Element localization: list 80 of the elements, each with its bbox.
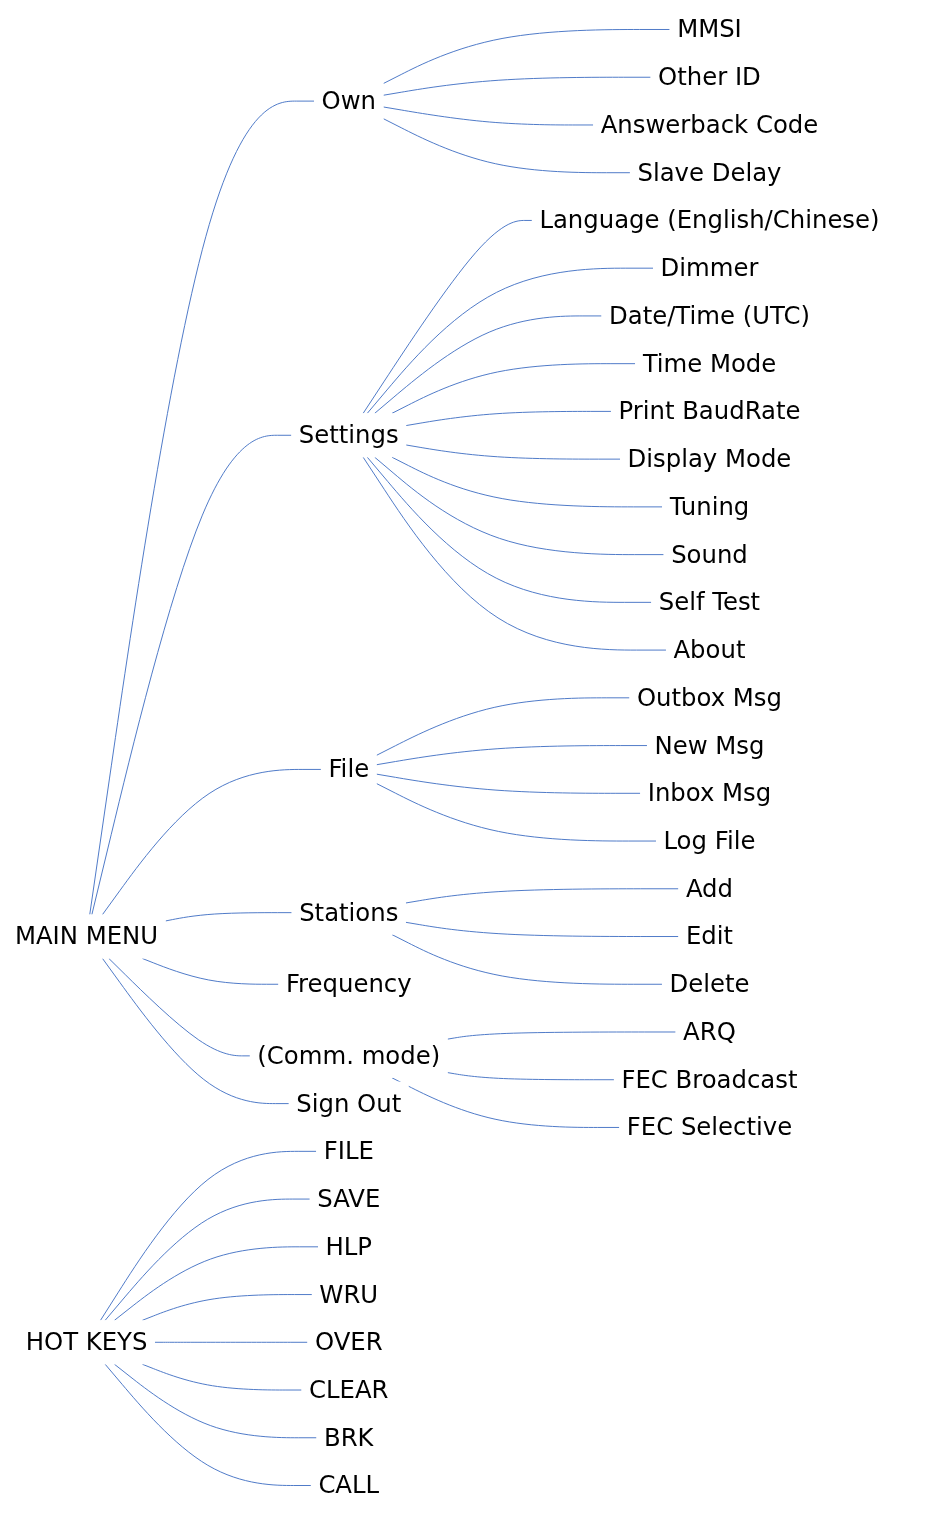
connector	[447, 1031, 677, 1040]
connector	[108, 958, 251, 1057]
connector	[383, 118, 631, 174]
node-text: Inbox Msg	[647, 778, 772, 807]
node-text: Own	[321, 86, 377, 115]
node-text: Edit	[685, 922, 734, 951]
connector	[405, 410, 612, 427]
connector	[391, 1077, 620, 1128]
node-text: BRK	[323, 1423, 374, 1452]
node-text: Self Test	[658, 587, 761, 616]
node-text: Print BaudRate	[618, 396, 801, 425]
node-text: MMSI	[677, 14, 742, 44]
connector	[376, 745, 648, 766]
connector	[102, 768, 322, 915]
node-text: Dimmer	[660, 253, 759, 282]
connector	[104, 1198, 311, 1321]
connector	[405, 888, 679, 904]
connector	[391, 363, 636, 414]
connector	[362, 456, 667, 651]
node-text: Time Mode	[642, 349, 777, 378]
node-text: File	[328, 754, 370, 784]
node-text: Answerback Code	[600, 110, 819, 139]
connector	[100, 1150, 317, 1321]
node-text: HLP	[325, 1232, 373, 1261]
connector	[366, 267, 654, 414]
connector	[383, 76, 652, 96]
connector	[405, 921, 679, 937]
connector	[362, 220, 533, 414]
connector	[376, 783, 657, 842]
node-text: Sound	[671, 540, 748, 569]
node-text: Settings	[298, 420, 399, 449]
connector	[89, 100, 315, 915]
connector	[383, 106, 594, 126]
node-text: Outbox Msg	[636, 683, 782, 712]
connector	[104, 1363, 312, 1486]
connector	[376, 773, 641, 794]
node-text: Add	[685, 874, 734, 903]
connector	[391, 456, 663, 508]
node-text: (Comm. mode)	[257, 1041, 441, 1070]
node-text: Slave Delay	[637, 158, 782, 187]
node-text: HOT KEYS	[25, 1327, 148, 1356]
connector	[114, 1363, 317, 1439]
connector	[376, 697, 630, 756]
connector	[154, 1341, 308, 1343]
node-text: Display Mode	[627, 444, 792, 473]
node-text: Frequency	[285, 969, 412, 998]
node-text: WRU	[319, 1280, 379, 1309]
connector	[366, 456, 652, 603]
node-text: ARQ	[683, 1017, 736, 1046]
node-text: Sign Out	[296, 1089, 402, 1118]
node-text: FEC Selective	[626, 1112, 793, 1142]
node-text: SAVE	[317, 1184, 381, 1213]
node-text: CALL	[318, 1470, 380, 1500]
node-text: About	[673, 635, 746, 664]
node-text: Language (English/Chinese)	[539, 205, 880, 235]
connector	[374, 456, 665, 556]
node-text: Stations	[299, 898, 399, 927]
node-text: CLEAR	[309, 1375, 389, 1404]
node-text: Tuning	[669, 492, 750, 521]
node-text: MAIN MENU	[14, 922, 159, 951]
node-text: New Msg	[654, 731, 765, 760]
connector	[374, 315, 602, 414]
connector	[391, 934, 663, 985]
connector	[141, 958, 279, 985]
connector	[165, 912, 293, 922]
node-text: Delete	[669, 969, 750, 998]
node-text: OVER	[314, 1327, 383, 1356]
connector	[114, 1246, 319, 1321]
connector	[91, 434, 292, 915]
node-text: Log File	[663, 826, 756, 855]
node-text: FEC Broadcast	[621, 1065, 798, 1094]
connector	[383, 29, 671, 84]
connector	[447, 1072, 615, 1081]
connector	[102, 958, 290, 1105]
node-text: FILE	[323, 1136, 374, 1165]
connector	[141, 1294, 313, 1321]
node-text: Other ID	[658, 62, 761, 91]
connector	[141, 1363, 302, 1391]
node-text: Date/Time (UTC)	[608, 301, 810, 330]
connector	[405, 444, 621, 460]
